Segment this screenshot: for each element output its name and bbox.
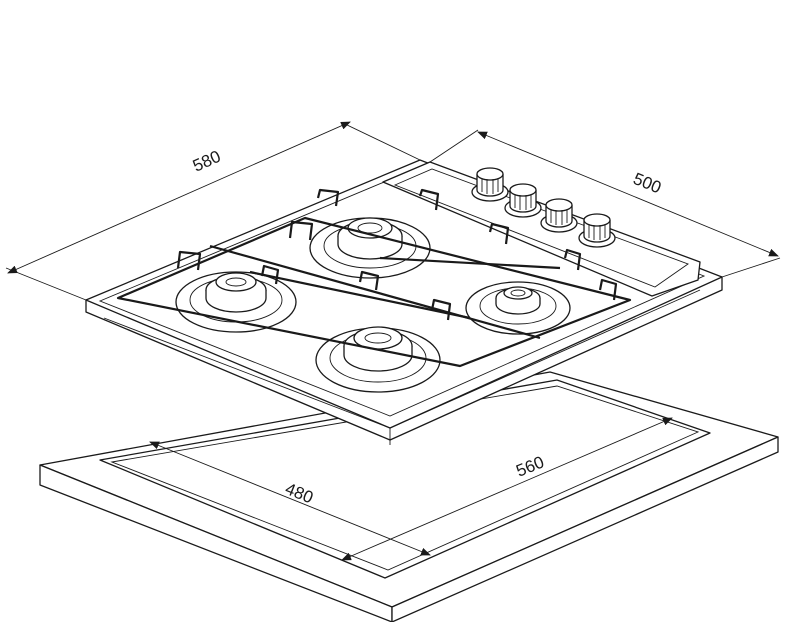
dimension-line-580 xyxy=(7,121,351,274)
dimension-label-500: 500 xyxy=(631,169,664,197)
extension-line xyxy=(721,257,781,278)
burner-icon xyxy=(175,271,297,333)
control-knob-icon xyxy=(471,167,509,202)
dimension-line-560 xyxy=(341,417,673,561)
dimension-label-580: 580 xyxy=(190,147,224,176)
burner-icon xyxy=(309,217,431,279)
burners xyxy=(175,217,571,393)
control-knob-icon xyxy=(578,213,616,248)
control-knob-icon xyxy=(540,198,578,233)
dimension-line-500 xyxy=(477,131,779,257)
extension-line xyxy=(5,267,87,301)
burner-icon xyxy=(315,326,441,393)
extension-line xyxy=(344,123,421,161)
control-knob-icon xyxy=(504,183,542,218)
burner-icon xyxy=(465,281,571,335)
extension-line xyxy=(429,129,479,163)
